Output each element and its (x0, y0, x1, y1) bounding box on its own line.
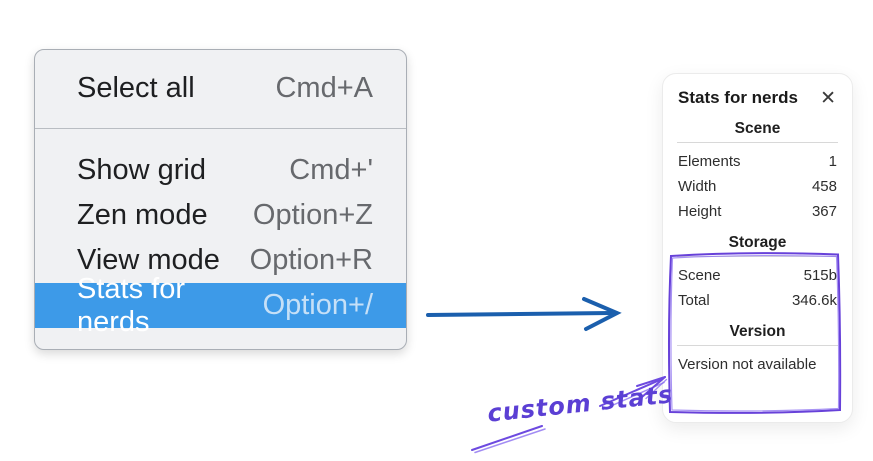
stat-label: Height (678, 203, 722, 220)
stats-section-version: Version Version not available (676, 323, 839, 373)
section-divider (677, 345, 838, 346)
menu-divider (35, 128, 406, 129)
stat-value: 458 (811, 178, 837, 195)
section-heading: Version (729, 323, 786, 340)
menu-item-shortcut: Cmd+A (275, 72, 373, 104)
stats-section-storage: Storage Scene 515b Total 346.6k (676, 234, 839, 313)
version-note: Version not available (678, 356, 817, 373)
stats-section-scene: Scene Elements 1 Width 458 Height 367 (676, 120, 839, 224)
menu-section-bottom: Show grid Cmd+' Zen mode Option+Z View m… (35, 129, 406, 350)
menu-item-shortcut: Cmd+' (289, 154, 373, 186)
menu-item-show-grid[interactable]: Show grid Cmd+' (35, 148, 406, 193)
menu-item-shortcut: Option+/ (262, 289, 373, 321)
stat-label: Elements (678, 153, 741, 170)
menu-item-label: Stats for nerds (77, 272, 185, 338)
section-divider (677, 256, 838, 257)
section-divider (677, 142, 838, 143)
stat-row-total-storage: Total 346.6k (676, 288, 839, 313)
stat-value: 346.6k (791, 292, 837, 309)
menu-section-top: Select all Cmd+A (35, 50, 406, 128)
context-menu: Select all Cmd+A Show grid Cmd+' Zen mod… (34, 49, 407, 350)
stat-row-height: Height 367 (676, 199, 839, 224)
close-icon[interactable]: ✕ (820, 87, 836, 109)
menu-item-label: Select all (77, 72, 195, 104)
menu-item-zen-mode[interactable]: Zen mode Option+Z (35, 193, 406, 238)
stat-row-width: Width 458 (676, 174, 839, 199)
stats-panel: Stats for nerds ✕ Scene Elements 1 Width… (662, 73, 853, 423)
menu-item-shortcut: Option+Z (252, 199, 373, 231)
stat-value: 515b (803, 267, 837, 284)
menu-item-stats-for-nerds[interactable]: Stats for nerds Option+/ (35, 273, 406, 338)
menu-item-label: Zen mode (77, 199, 208, 231)
menu-item-shortcut: Option+R (249, 244, 373, 276)
stat-label: Total (678, 292, 710, 309)
menu-item-view-mode[interactable]: View mode Option+R (35, 238, 406, 283)
stat-row-scene-storage: Scene 515b (676, 263, 839, 288)
section-heading: Storage (728, 234, 787, 251)
menu-item-label: View mode (77, 244, 220, 276)
blue-arrow-icon (426, 297, 622, 331)
stat-label: Width (678, 178, 717, 195)
stat-value: 367 (811, 203, 837, 220)
menu-item-select-all[interactable]: Select all Cmd+A (35, 66, 406, 111)
annotation-label: custom stats (486, 380, 675, 428)
stats-panel-header: Stats for nerds ✕ (678, 88, 838, 108)
stats-panel-title: Stats for nerds (678, 88, 798, 107)
stat-label: Scene (678, 267, 721, 284)
stat-value: 1 (828, 153, 837, 170)
section-heading: Scene (734, 120, 781, 137)
stat-row-elements: Elements 1 (676, 149, 839, 174)
menu-item-label: Show grid (77, 154, 206, 186)
